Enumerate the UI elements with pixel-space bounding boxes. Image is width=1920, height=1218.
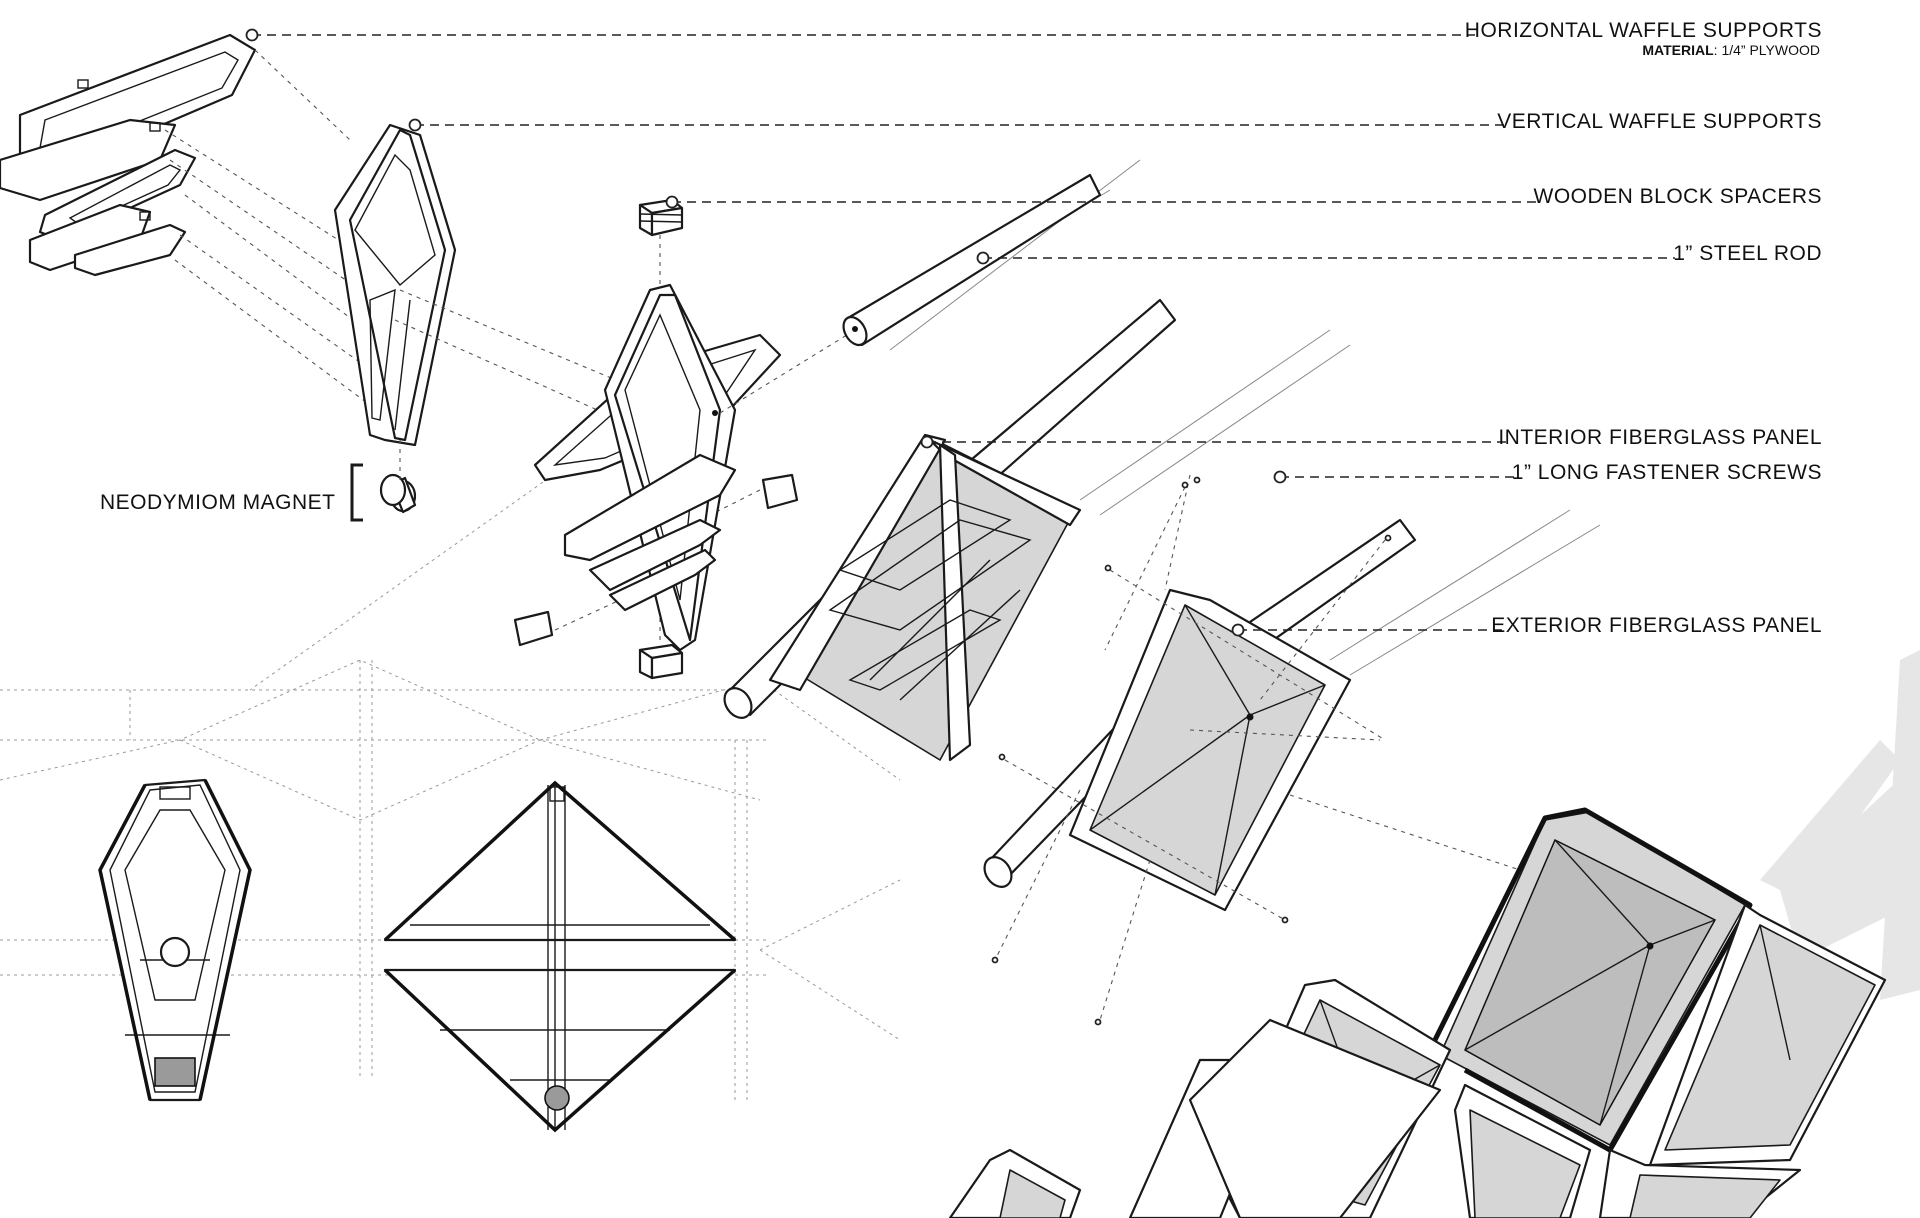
wooden-block-spacers [513, 198, 799, 680]
neodymium-magnet [350, 440, 417, 522]
spacer-bottom [638, 643, 684, 680]
plan-view-coffin [98, 778, 252, 1102]
fastener-screws [991, 474, 1392, 1026]
vertical-waffle-label: VERTICAL WAFFLE SUPPORTS [1497, 110, 1822, 133]
exterior-fiberglass-panel [983, 518, 1417, 912]
fastener-screws-label: 1” LONG FASTENER SCREWS [1512, 461, 1822, 484]
horizontal-waffle-label: HORIZONTAL WAFFLE SUPPORTS [1465, 19, 1822, 42]
steel-rod-label: 1” STEEL ROD [1673, 242, 1822, 265]
steel-rod-detached [842, 173, 1102, 347]
horizontal-waffle-supports [0, 33, 391, 421]
material-key: MATERIAL [1642, 42, 1714, 58]
interior-panel-label: INTERIOR FIBERGLASS PANEL [1498, 426, 1822, 449]
vertical-waffle-supports [333, 123, 641, 447]
construction-guides [0, 159, 1601, 1100]
material-value: : 1/4” PLYWOOD [1714, 42, 1820, 58]
interior-fiberglass-panel [723, 298, 1177, 762]
wooden-block-label: WOODEN BLOCK SPACERS [1534, 185, 1823, 208]
assembled-waffle [533, 283, 856, 652]
exterior-panel-label: EXTERIOR FIBERGLASS PANEL [1491, 614, 1822, 637]
callouts: HORIZONTAL WAFFLE SUPPORTS MATERIAL: 1/4… [100, 19, 1822, 637]
assembled-module-array [948, 650, 1920, 1218]
plan-view-diamond [383, 780, 737, 1133]
magnet-label: NEODYMIOM MAGNET [100, 491, 336, 514]
material-label: MATERIAL: 1/4” PLYWOOD [1642, 42, 1820, 58]
